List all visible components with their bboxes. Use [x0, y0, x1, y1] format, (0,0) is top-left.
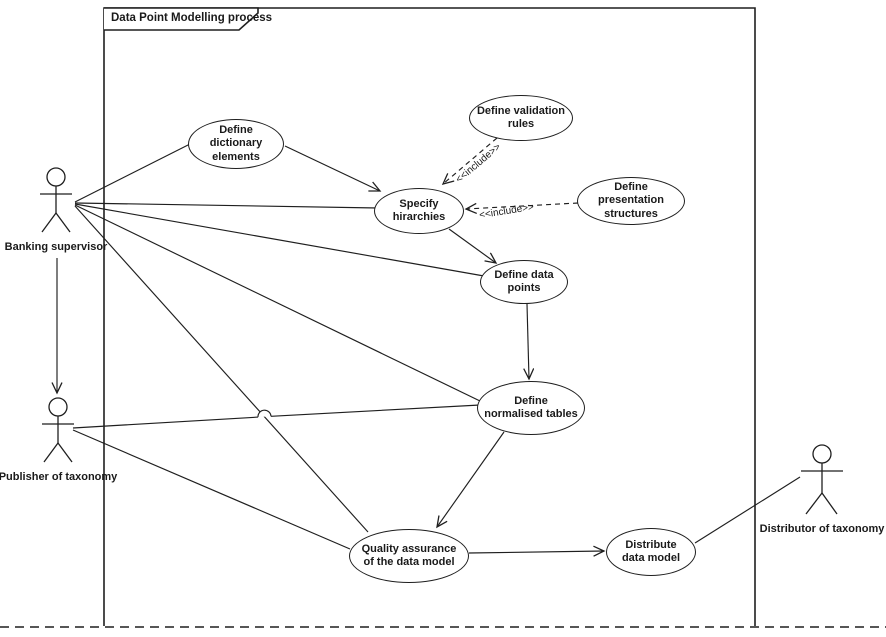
edge-supervisor-datapoints [74, 203, 485, 277]
usecase-label: Define validation rules [476, 104, 566, 130]
edge-dictionary-specify-arrow [284, 145, 380, 191]
actor-label: Banking supervisor [4, 241, 108, 253]
actor-banking-supervisor[interactable]: Banking supervisor [0, 166, 112, 253]
actor-label: Publisher of taxonomy [0, 471, 118, 483]
usecase-label: Define normalised tables [484, 394, 578, 420]
usecase-define-dictionary-elements[interactable]: Define dictionary elements [188, 119, 284, 169]
usecase-label: Quality assurance of the data model [361, 542, 457, 568]
usecase-define-presentation-structures[interactable]: Define presentation structures [577, 177, 685, 225]
edge-specify-datapoints-arrow [448, 228, 496, 263]
stick-figure-icon [42, 397, 74, 463]
edge-distribute-distributor [694, 476, 801, 544]
usecase-quality-assurance-data-model[interactable]: Quality assurance of the data model [349, 529, 469, 583]
edge-publisher-normalised [72, 404, 481, 429]
line-hop-mask [257, 410, 271, 418]
edge-validation-include-arrow [443, 137, 498, 184]
edge-supervisor-normalised [74, 204, 481, 402]
edge-supervisor-dictionary [74, 142, 193, 203]
edge-datapoints-normalised-arrow [527, 303, 529, 379]
usecase-distribute-data-model[interactable]: Distribute data model [606, 528, 696, 576]
usecase-define-normalised-tables[interactable]: Define normalised tables [477, 381, 585, 435]
stick-figure-icon [801, 444, 843, 515]
usecase-specify-hirarchies[interactable]: Specify hirarchies [374, 188, 464, 234]
edge-normalised-qa-arrow [437, 431, 505, 527]
edge-supervisor-qa [74, 205, 369, 533]
usecase-define-validation-rules[interactable]: Define validation rules [469, 95, 573, 141]
edge-presentation-include-arrow [466, 202, 579, 209]
usecase-label: Distribute data model [621, 538, 681, 564]
frame-title: Data Point Modelling process [111, 12, 273, 24]
line-hop-arc [257, 409, 272, 418]
actor-distributor-of-taxonomy[interactable]: Distributor of taxonomy [760, 444, 884, 535]
stick-figure-icon [40, 167, 72, 233]
edge-publisher-qa [72, 429, 351, 550]
edge-qa-distribute-arrow [468, 551, 604, 553]
diagram-frame [0, 7, 886, 628]
usecase-define-data-points[interactable]: Define data points [480, 260, 568, 304]
usecase-label: Define data points [494, 268, 554, 294]
usecase-label: Specify hirarchies [392, 197, 446, 223]
actor-label: Distributor of taxonomy [759, 523, 885, 535]
usecase-label: Define dictionary elements [209, 124, 263, 163]
edge-supervisor-specify [74, 202, 379, 209]
frame-title-tab-shape [104, 7, 259, 31]
usecase-label: Define presentation structures [597, 181, 664, 220]
actor-publisher-of-taxonomy[interactable]: Publisher of taxonomy [0, 396, 118, 483]
